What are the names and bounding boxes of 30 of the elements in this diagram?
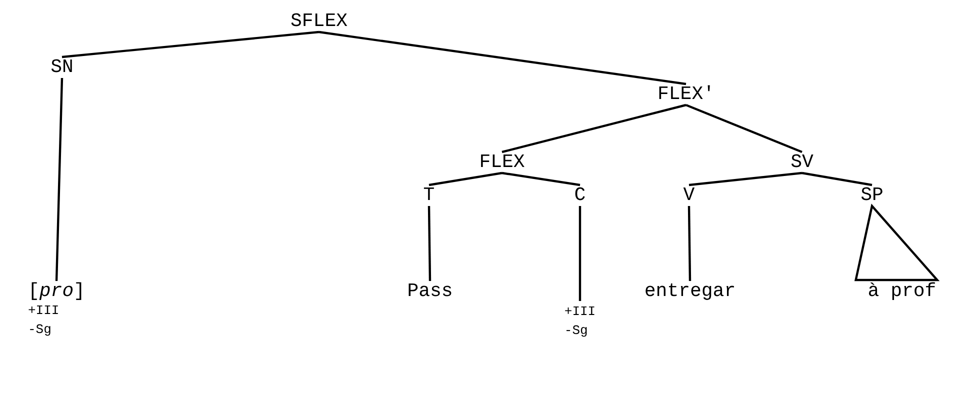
phrase-label: SFLEX: [290, 12, 348, 31]
category-label: V: [683, 186, 695, 205]
category-label: C: [574, 186, 586, 205]
phrase-label: FLEX': [658, 85, 714, 104]
phrase-label: SP: [860, 186, 884, 205]
tree-branch: [428, 206, 432, 282]
tree-branch: [318, 30, 686, 86]
phrase-label: SN: [50, 58, 74, 77]
tree-branch: [688, 172, 802, 186]
feature-label: -Sg: [564, 322, 589, 340]
triangle-branch: [854, 204, 940, 282]
tree-branch: [686, 104, 802, 154]
category-label: T: [423, 186, 435, 205]
tree-branch: [688, 206, 692, 282]
feature-label: +III: [564, 303, 596, 321]
phrase-label: FLEX: [479, 153, 525, 172]
word-label: entregar: [644, 282, 736, 301]
tree-branch: [502, 172, 580, 186]
tree-branch: [428, 172, 502, 186]
tree-branch: [578, 206, 582, 301]
word-label: Pass: [407, 282, 453, 301]
feature-label: -Sg: [28, 321, 52, 339]
tree-branch: [62, 30, 320, 58]
tree-branch: [502, 104, 686, 154]
word-label: à prof: [868, 282, 936, 301]
tree-branch: [802, 172, 872, 186]
word-label: [pro]: [28, 282, 86, 301]
tree-branch: [55, 78, 64, 282]
phrase-label: SV: [790, 153, 814, 172]
feature-label: +III: [28, 302, 60, 320]
